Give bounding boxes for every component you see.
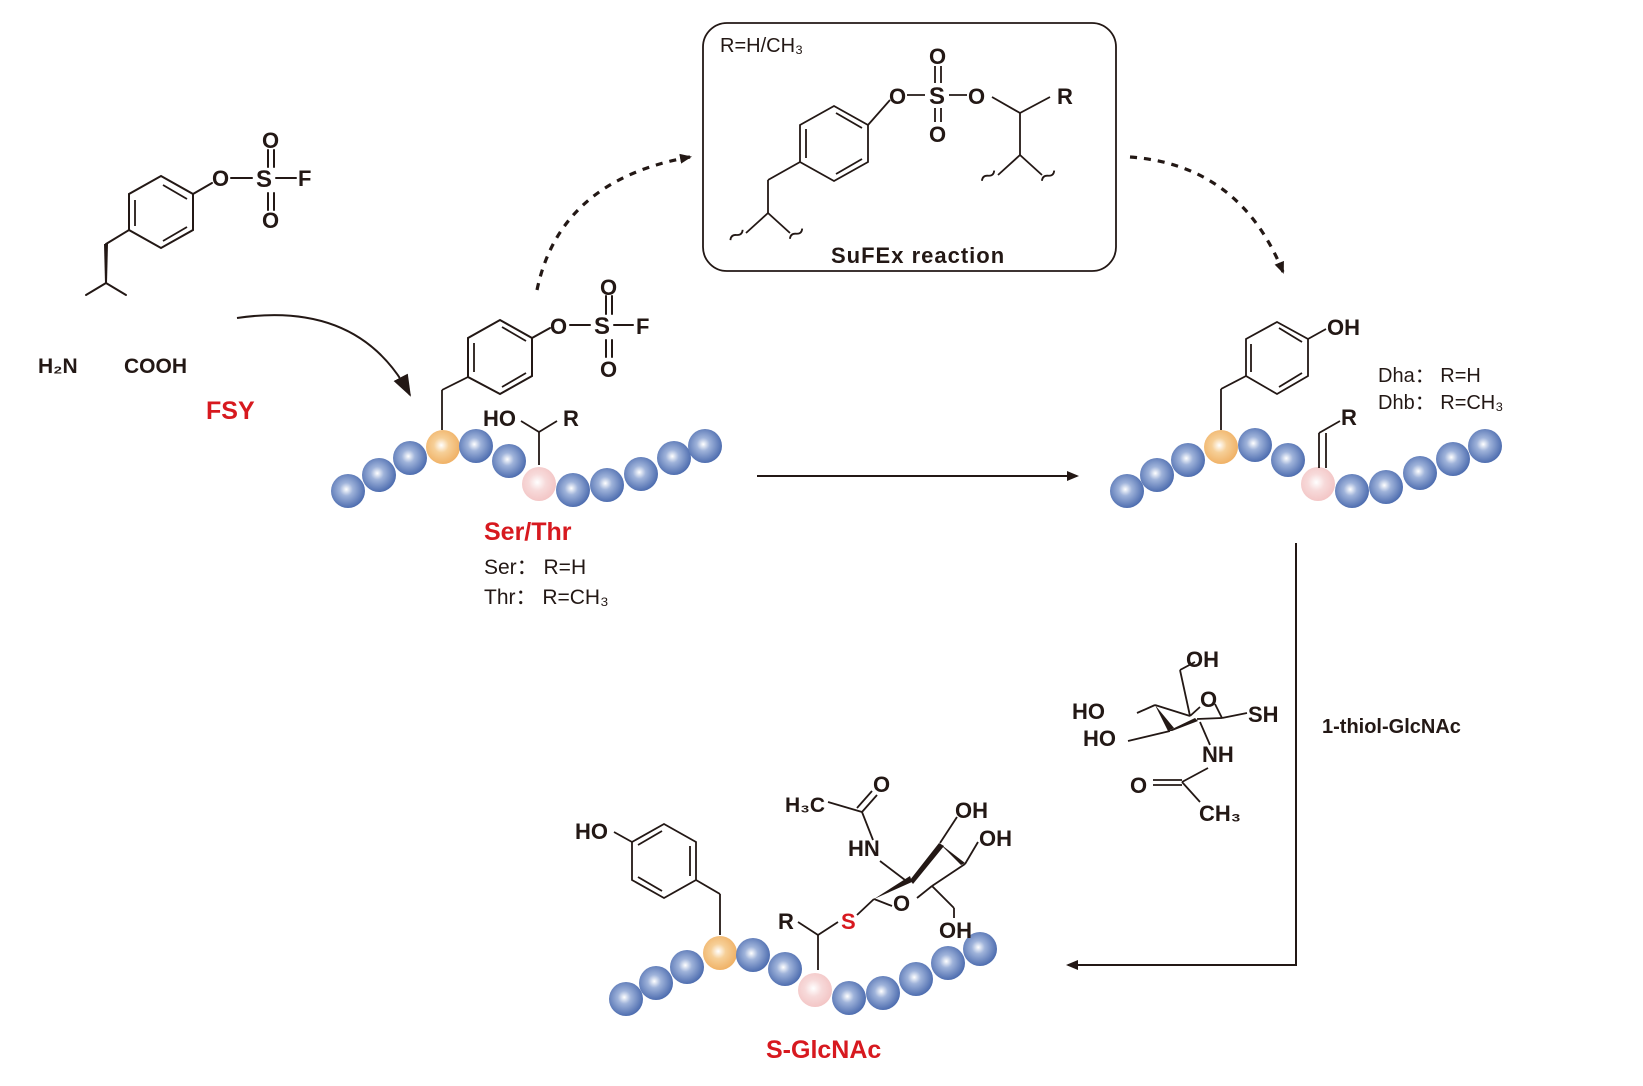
amino-acid-bead xyxy=(1171,443,1205,477)
amino-acid-bead xyxy=(931,946,965,980)
fsy-cooh: COOH xyxy=(124,355,187,378)
reagent-ho-1: HO xyxy=(1072,699,1105,724)
amino-acid-bead xyxy=(832,981,866,1015)
amino-acid-bead xyxy=(768,952,802,986)
amino-acid-bead xyxy=(688,429,722,463)
fsy-f: F xyxy=(298,166,311,191)
fsy-o: O xyxy=(212,166,229,191)
sufex-s: S xyxy=(929,83,945,110)
addition-arrow xyxy=(1066,543,1297,970)
amino-acid-bead xyxy=(899,962,933,996)
amino-acid-bead xyxy=(556,473,590,507)
amino-acid-bead xyxy=(331,474,365,508)
fsy-s: S xyxy=(256,166,272,193)
amino-acid-bead xyxy=(736,938,770,972)
amino-acid-bead xyxy=(362,458,396,492)
amino-acid-bead xyxy=(590,468,624,502)
sufex-r: R xyxy=(1057,84,1073,109)
thiol-glcnac-molecule: OH O SH HO HO NH O CH₃ xyxy=(1072,647,1279,826)
product-hn: HN xyxy=(848,836,880,861)
amino-acid-bead xyxy=(393,441,427,475)
dehydro-r: R xyxy=(1341,405,1357,430)
serine-residue-bead xyxy=(1301,467,1335,501)
fsy-o-top: O xyxy=(262,128,279,153)
dha-legend: Dha： R=H xyxy=(1378,365,1481,387)
reagent-ho-2: HO xyxy=(1083,726,1116,751)
dashed-arrow-to-sufex xyxy=(535,153,692,291)
peptide-f: F xyxy=(636,314,649,339)
ser-thr-peptide: O S F O O HO R xyxy=(331,275,722,508)
product-oh-1: OH xyxy=(955,798,988,823)
peptide-o: O xyxy=(550,314,567,339)
amino-acid-bead xyxy=(639,966,673,1000)
peptide-o-top: O xyxy=(600,275,617,300)
reagent-nh: NH xyxy=(1202,742,1234,767)
fsy-o-bottom: O xyxy=(262,208,279,233)
fsy-label: FSY xyxy=(206,397,255,425)
fsy-molecule: O S F O O H₂N COOH xyxy=(38,128,311,378)
amino-acid-bead xyxy=(1403,456,1437,490)
sufex-r-note: R=H/CH₃ xyxy=(720,35,803,57)
tyrosine-residue-bead xyxy=(426,430,460,464)
amino-acid-bead xyxy=(1238,428,1272,462)
amino-acid-bead xyxy=(459,429,493,463)
amino-acid-bead xyxy=(866,976,900,1010)
peptide-s: S xyxy=(594,313,610,340)
peptide-ho: HO xyxy=(483,406,516,431)
sufex-caption: SuFEx reaction xyxy=(831,243,1005,268)
s-glcnac-peptide: HO R S H₃C O HN OH OH O OH xyxy=(575,772,1012,1016)
amino-acid-bead xyxy=(1140,458,1174,492)
dashed-arrow-from-sufex xyxy=(1129,155,1285,274)
serine-residue-bead xyxy=(522,467,556,501)
sufex-box: R=H/CH₃ O S O O O R SuFEx reaction xyxy=(702,22,1117,272)
reagent-sh: SH xyxy=(1248,702,1279,727)
thiol-reagent-label: 1-thiol-GlcNAc xyxy=(1322,716,1461,738)
thr-legend: Thr： R=CH₃ xyxy=(484,586,609,609)
ser-legend: Ser： R=H xyxy=(484,556,586,579)
tyrosine-residue-bead xyxy=(703,936,737,970)
amino-acid-bead xyxy=(657,441,691,475)
amino-acid-bead xyxy=(624,457,658,491)
serine-residue-bead xyxy=(798,973,832,1007)
reagent-oh-top: OH xyxy=(1186,647,1219,672)
amino-acid-bead xyxy=(1369,470,1403,504)
peptide-o-bottom: O xyxy=(600,357,617,382)
sufex-o-top: O xyxy=(929,44,946,69)
reagent-ch3: CH₃ xyxy=(1199,801,1241,826)
reagent-ring-o: O xyxy=(1200,687,1217,712)
peptide-r: R xyxy=(563,406,579,431)
reagent-o: O xyxy=(1130,773,1147,798)
amino-acid-bead xyxy=(1468,429,1502,463)
sufex-o-right: O xyxy=(968,84,985,109)
fsy-h2n: H₂N xyxy=(38,355,78,378)
dehydro-peptide: OH R Dha： R=H Dhb： R=CH₃ xyxy=(1110,315,1503,508)
amino-acid-bead xyxy=(492,444,526,478)
amino-acid-bead xyxy=(609,982,643,1016)
product-oh-2: OH xyxy=(979,826,1012,851)
incorporation-arrow xyxy=(236,314,411,397)
amino-acid-bead xyxy=(1271,443,1305,477)
s-glcnac-label: S-GlcNAc xyxy=(766,1036,881,1064)
product-ho: HO xyxy=(575,819,608,844)
amino-acid-bead xyxy=(1110,474,1144,508)
amino-acid-bead xyxy=(963,932,997,966)
amino-acid-bead xyxy=(670,950,704,984)
product-h3c: H₃C xyxy=(785,794,825,817)
ser-thr-label: Ser/Thr xyxy=(484,518,572,546)
dhb-legend: Dhb： R=CH₃ xyxy=(1378,392,1503,414)
tyrosine-residue-bead xyxy=(1204,430,1238,464)
dehydro-oh: OH xyxy=(1327,315,1360,340)
amino-acid-bead xyxy=(1436,442,1470,476)
product-ring-o: O xyxy=(893,891,910,916)
sufex-o-left: O xyxy=(889,84,906,109)
sufex-o-bottom: O xyxy=(929,122,946,147)
product-o-carbonyl: O xyxy=(873,772,890,797)
amino-acid-bead xyxy=(1335,474,1369,508)
product-oh-3: OH xyxy=(939,918,972,943)
product-s: S xyxy=(841,909,856,934)
product-r: R xyxy=(778,909,794,934)
